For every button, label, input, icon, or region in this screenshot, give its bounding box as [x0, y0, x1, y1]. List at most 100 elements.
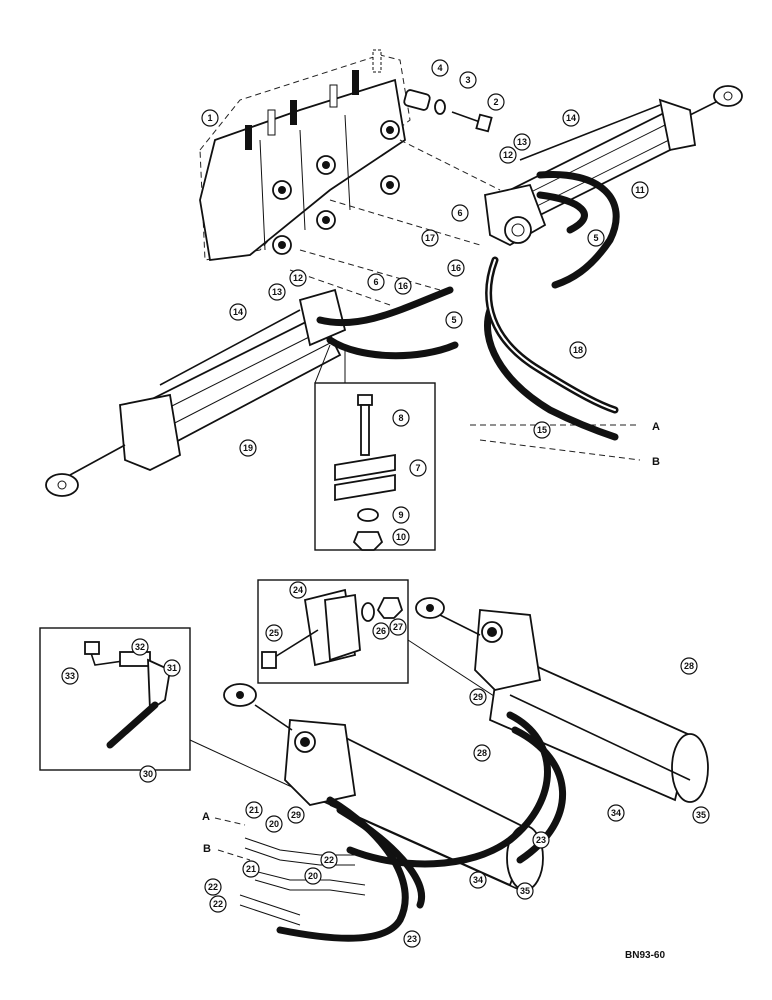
- callout-11: 11: [631, 181, 649, 199]
- svg-text:14: 14: [566, 113, 576, 123]
- svg-text:5: 5: [451, 315, 456, 325]
- port-label-a-lower: A: [202, 811, 210, 823]
- callout-32: 32: [131, 638, 149, 656]
- callout-5: 5: [445, 311, 463, 329]
- lower-leaders: [214, 817, 251, 861]
- callout-1: 1: [201, 109, 219, 127]
- svg-text:20: 20: [308, 871, 318, 881]
- callout-35: 35: [692, 806, 710, 824]
- svg-text:28: 28: [684, 661, 694, 671]
- lower-rear-cylinder: [415, 597, 709, 803]
- svg-text:21: 21: [249, 805, 259, 815]
- svg-text:15: 15: [537, 425, 547, 435]
- callout-33: 33: [61, 667, 79, 685]
- callout-20: 20: [265, 815, 283, 833]
- callout-28: 28: [680, 657, 698, 675]
- callout-26: 26: [372, 622, 390, 640]
- svg-text:35: 35: [696, 810, 706, 820]
- svg-text:18: 18: [573, 345, 583, 355]
- callout-17: 17: [421, 229, 439, 247]
- callout-6: 6: [367, 273, 385, 291]
- svg-text:5: 5: [593, 233, 598, 243]
- leader-lines: [289, 139, 641, 461]
- svg-text:14: 14: [233, 307, 243, 317]
- callout-10: 10: [392, 528, 410, 546]
- callout-31: 31: [163, 659, 181, 677]
- svg-text:6: 6: [373, 277, 378, 287]
- svg-text:27: 27: [393, 622, 403, 632]
- callout-13: 13: [268, 283, 286, 301]
- callout-22: 22: [320, 851, 338, 869]
- svg-text:24: 24: [293, 585, 303, 595]
- callout-8: 8: [392, 409, 410, 427]
- callout-3: 3: [459, 71, 477, 89]
- svg-text:2: 2: [493, 97, 498, 107]
- callout-21: 21: [242, 860, 260, 878]
- callout-6: 6: [451, 204, 469, 222]
- svg-text:21: 21: [246, 864, 256, 874]
- callout-34: 34: [607, 804, 625, 822]
- callout-29: 29: [287, 806, 305, 824]
- callout-30: 30: [139, 765, 157, 783]
- port-label-b-lower: B: [203, 843, 211, 855]
- callout-12: 12: [499, 146, 517, 164]
- callout-19: 19: [239, 439, 257, 457]
- callout-20: 20: [304, 867, 322, 885]
- callouts: 1234567891011121314151617181920212223242…: [61, 59, 710, 948]
- callout-12: 12: [289, 269, 307, 287]
- callout-2: 2: [487, 93, 505, 111]
- callout-27: 27: [389, 618, 407, 636]
- svg-text:13: 13: [517, 137, 527, 147]
- svg-text:20: 20: [269, 819, 279, 829]
- svg-text:9: 9: [398, 510, 403, 520]
- svg-text:12: 12: [503, 150, 513, 160]
- svg-text:34: 34: [473, 875, 483, 885]
- callout-5: 5: [587, 229, 605, 247]
- svg-text:23: 23: [536, 835, 546, 845]
- upper-right-cylinder: [484, 85, 743, 247]
- svg-text:23: 23: [407, 934, 417, 944]
- inset-mounting-plate: [314, 344, 436, 551]
- callout-15: 15: [533, 421, 551, 439]
- callout-35: 35: [516, 882, 534, 900]
- svg-text:26: 26: [376, 626, 386, 636]
- svg-text:13: 13: [272, 287, 282, 297]
- svg-text:28: 28: [477, 748, 487, 758]
- svg-text:22: 22: [213, 899, 223, 909]
- callout-22: 22: [204, 878, 222, 896]
- callout-7: 7: [409, 459, 427, 477]
- callout-22: 22: [209, 895, 227, 913]
- svg-text:16: 16: [451, 263, 461, 273]
- callout-25: 25: [265, 624, 283, 642]
- callout-16: 16: [394, 277, 412, 295]
- svg-text:7: 7: [415, 463, 420, 473]
- port-label-a-upper: A: [652, 421, 660, 433]
- svg-text:11: 11: [635, 185, 645, 195]
- bolt-assembly-upper: [403, 89, 493, 133]
- callout-18: 18: [569, 341, 587, 359]
- callout-23: 23: [403, 930, 421, 948]
- svg-text:30: 30: [143, 769, 153, 779]
- callout-29: 29: [469, 688, 487, 706]
- svg-text:8: 8: [398, 413, 403, 423]
- svg-text:1: 1: [207, 113, 212, 123]
- inset-elbow-fitting: [39, 627, 321, 801]
- svg-text:34: 34: [611, 808, 621, 818]
- svg-text:3: 3: [465, 75, 470, 85]
- svg-text:16: 16: [398, 281, 408, 291]
- svg-text:19: 19: [243, 443, 253, 453]
- callout-14: 14: [562, 109, 580, 127]
- svg-text:29: 29: [291, 810, 301, 820]
- upper-hoses: [316, 170, 620, 441]
- callout-4: 4: [431, 59, 449, 77]
- svg-text:25: 25: [269, 628, 279, 638]
- port-label-b-upper: B: [652, 456, 660, 468]
- svg-text:10: 10: [396, 532, 406, 542]
- svg-text:35: 35: [520, 886, 530, 896]
- svg-text:12: 12: [293, 273, 303, 283]
- svg-text:33: 33: [65, 671, 75, 681]
- callout-34: 34: [469, 871, 487, 889]
- control-valve: [199, 49, 411, 262]
- upper-left-cylinder: [45, 288, 347, 497]
